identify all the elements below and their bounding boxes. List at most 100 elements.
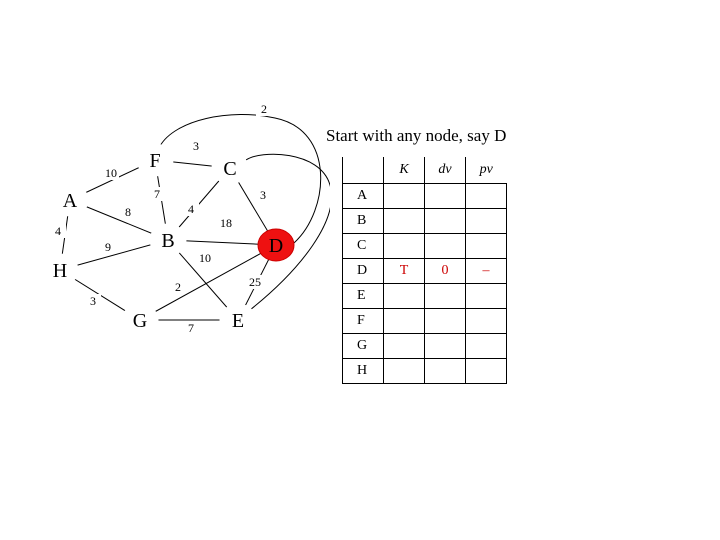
- cell-pv: [465, 283, 507, 309]
- cell-k: [383, 233, 425, 259]
- node-label: F: [149, 150, 160, 172]
- edge-weight-label: 9: [105, 240, 111, 254]
- edge-weight-bg: [183, 321, 199, 335]
- header-k: K: [383, 157, 425, 184]
- node-shape: [257, 228, 295, 262]
- node-h: H: [41, 253, 79, 287]
- edge-weight-label: 4: [55, 224, 61, 238]
- edge-weight-label: 10: [105, 166, 117, 180]
- node-label: D: [269, 235, 283, 257]
- node-g: G: [121, 303, 159, 337]
- cell-dv: [424, 308, 466, 334]
- edge-weight-label: 8: [125, 205, 131, 219]
- table-row: A: [342, 183, 507, 209]
- node-label: G: [133, 310, 147, 332]
- edge-weight-label: 10: [199, 251, 211, 265]
- cell-k: [383, 358, 425, 384]
- edge-weight-label: 2: [261, 102, 267, 116]
- cell-vertex: C: [342, 233, 384, 259]
- cell-pv: [465, 208, 507, 234]
- edge-weight-label: 4: [188, 202, 194, 216]
- edge-g-d: [139, 244, 277, 321]
- cell-vertex: B: [342, 208, 384, 234]
- cell-k: [383, 333, 425, 359]
- cell-dv: [424, 208, 466, 234]
- node-shape: [41, 253, 79, 287]
- table-row: C: [342, 233, 507, 259]
- edge-b-e: [167, 239, 239, 321]
- cell-pv: [465, 333, 507, 359]
- cell-dv: [424, 333, 466, 359]
- cell-vertex: G: [342, 333, 384, 359]
- table-row: B: [342, 208, 507, 234]
- cell-vertex: F: [342, 308, 384, 334]
- edge-weight-bg: [85, 294, 101, 308]
- table-header: K dv pv: [342, 157, 507, 184]
- cell-k: [383, 208, 425, 234]
- node-shape: [219, 303, 257, 337]
- header-vertex: [342, 157, 384, 184]
- edge-weight-bg: [100, 240, 116, 254]
- node-a: A: [51, 183, 89, 217]
- node-label: A: [63, 190, 78, 212]
- cell-dv: [424, 283, 466, 309]
- table-row: E: [342, 283, 507, 309]
- node-label: H: [53, 260, 67, 282]
- edge-weight-label: 3: [260, 188, 266, 202]
- header-pv: pv: [479, 162, 493, 177]
- node-c: C: [211, 151, 249, 185]
- edge-weight-bg: [197, 251, 213, 265]
- node-f: F: [136, 143, 174, 177]
- cell-dv: [424, 233, 466, 259]
- cell-pv: –: [465, 258, 507, 284]
- cell-vertex: H: [342, 358, 384, 384]
- cell-vertex: E: [342, 283, 384, 309]
- cell-vertex: A: [342, 183, 384, 209]
- edge-weight-bg: [247, 275, 263, 289]
- node-shape: [136, 143, 174, 177]
- node-shape: [149, 223, 187, 257]
- cell-dv: [424, 183, 466, 209]
- edge-weight-bg: [170, 280, 186, 294]
- cell-pv: [465, 358, 507, 384]
- cell-dv: [424, 358, 466, 384]
- header-dv: dv: [424, 157, 466, 184]
- node-shape: [211, 151, 249, 185]
- edge-weight-bg: [50, 224, 66, 238]
- cell-vertex: D: [342, 258, 384, 284]
- node-label: B: [161, 230, 174, 252]
- edge-weight-bg: [183, 202, 199, 216]
- cell-k: [383, 283, 425, 309]
- edge-weight-bg: [218, 216, 234, 230]
- edge-weight-bg: [103, 166, 119, 180]
- cell-k: T: [383, 258, 425, 284]
- node-label: E: [232, 310, 244, 332]
- edge-weight-label: 7: [188, 321, 194, 335]
- edge-weight-bg: [149, 187, 165, 201]
- edge-h-b: [59, 239, 169, 271]
- node-shape: [51, 183, 89, 217]
- cell-pv: [465, 183, 507, 209]
- node-e: E: [219, 303, 257, 337]
- cell-k: [383, 183, 425, 209]
- caption: Start with any node, say D: [326, 126, 507, 145]
- table-row: H: [342, 358, 507, 384]
- edge-weight-label: 18: [220, 216, 232, 230]
- edge-weight-label: 3: [193, 139, 199, 153]
- cell-pv: [465, 308, 507, 334]
- cell-dv: 0: [424, 258, 466, 284]
- table-row: G: [342, 333, 507, 359]
- cell-k: [383, 308, 425, 334]
- node-d: D: [257, 228, 295, 262]
- edge-weight-bg: [188, 139, 204, 153]
- node-shape: [121, 303, 159, 337]
- edge-weight-bg: [255, 188, 271, 202]
- edge-weight-bg: [256, 102, 272, 116]
- edge-weight-label: 7: [154, 187, 160, 201]
- edge-weight-label: 25: [249, 275, 261, 289]
- cell-pv: [465, 233, 507, 259]
- edge-weight-label: 2: [175, 280, 181, 294]
